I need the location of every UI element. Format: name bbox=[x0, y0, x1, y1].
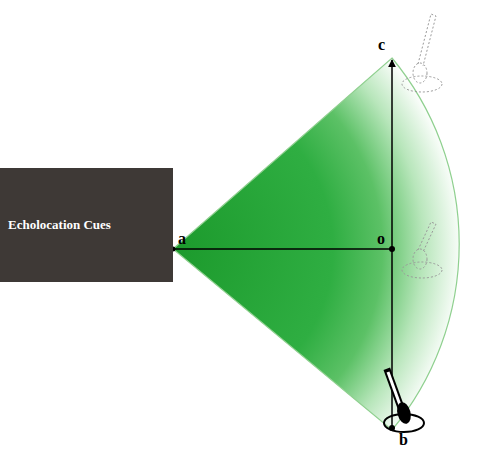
point-dot bbox=[389, 246, 395, 252]
faded-object bbox=[402, 14, 442, 92]
sound-source bbox=[384, 372, 424, 432]
axis-line bbox=[173, 248, 392, 250]
sound-fan bbox=[173, 58, 459, 430]
point-label: a bbox=[178, 231, 186, 247]
point-label: o bbox=[377, 231, 385, 247]
cue-box: Echolocation Cues bbox=[0, 168, 173, 282]
box-label: Echolocation Cues bbox=[8, 217, 111, 233]
faded-object bbox=[402, 222, 442, 278]
point-label: c bbox=[378, 37, 385, 53]
point-label: b bbox=[399, 432, 408, 448]
